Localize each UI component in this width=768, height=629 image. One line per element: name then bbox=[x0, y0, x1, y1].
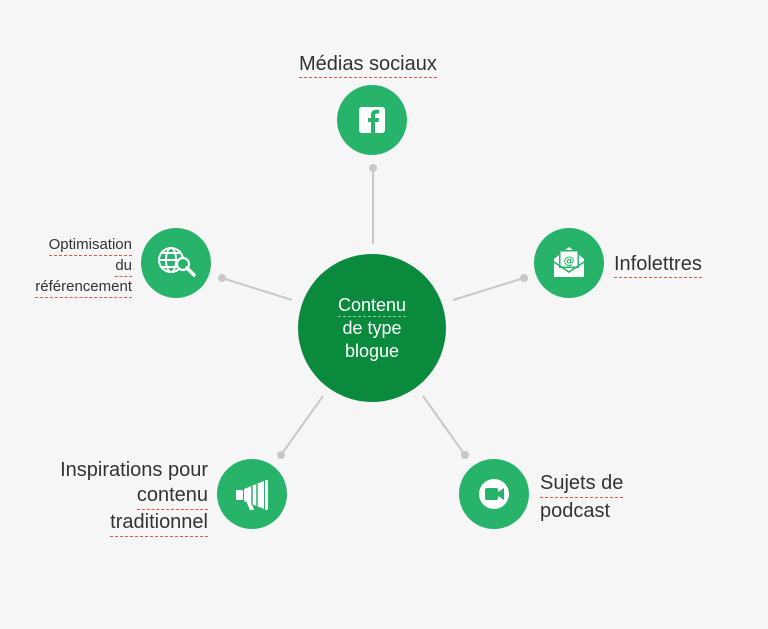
center-label-line-3: blogue bbox=[344, 340, 400, 361]
node-inspiration bbox=[217, 459, 287, 529]
connector-dot-podcast bbox=[461, 451, 469, 459]
center-label-line-1: Contenu bbox=[337, 294, 407, 318]
label-podcast: Sujets de podcast bbox=[540, 470, 624, 524]
connectors bbox=[218, 164, 528, 459]
connector-dot-inspiration bbox=[277, 451, 285, 459]
connector-dot-seo bbox=[218, 274, 226, 282]
label-inspiration-line-2: contenu bbox=[136, 483, 208, 510]
node-podcast bbox=[459, 459, 529, 529]
label-podcast-line-1: Sujets de bbox=[540, 470, 624, 498]
center-node-label: Contenu de type blogue bbox=[298, 254, 446, 402]
center-node bbox=[298, 254, 446, 402]
label-podcast-line-2: podcast bbox=[540, 500, 611, 522]
megaphone-icon bbox=[236, 480, 268, 510]
connector-inspiration bbox=[280, 395, 324, 456]
facebook-icon bbox=[359, 107, 385, 133]
label-inspiration-line-3: traditionnel bbox=[110, 510, 208, 537]
node-newsletter: @ bbox=[534, 228, 604, 298]
label-seo-line-2: du bbox=[115, 256, 132, 277]
label-seo-line-3: référencement bbox=[35, 277, 132, 298]
connector-seo bbox=[221, 277, 293, 301]
connector-newsletter bbox=[452, 277, 525, 301]
connector-dot-social bbox=[369, 164, 377, 172]
label-newsletter-line-1: Infolettres bbox=[614, 252, 702, 278]
label-newsletter: Infolettres bbox=[614, 252, 702, 278]
node-seo bbox=[141, 228, 211, 298]
node-social bbox=[337, 85, 407, 155]
label-inspiration: Inspirations pour contenu traditionnel bbox=[60, 458, 208, 537]
svg-text:@: @ bbox=[564, 254, 575, 267]
envelope-at-icon: @ bbox=[553, 247, 585, 277]
connector-podcast bbox=[422, 395, 466, 456]
center-label-line-2: de type bbox=[342, 318, 402, 339]
connector-dot-newsletter bbox=[520, 274, 528, 282]
globe-search-icon bbox=[158, 247, 196, 277]
label-social: Médias sociaux bbox=[299, 52, 437, 78]
label-seo: Optimisation du référencement bbox=[35, 235, 132, 298]
label-inspiration-line-1: Inspirations pour bbox=[60, 459, 208, 481]
video-camera-icon bbox=[479, 479, 509, 509]
label-social-line-1: Médias sociaux bbox=[299, 52, 437, 78]
label-seo-line-1: Optimisation bbox=[48, 235, 132, 256]
